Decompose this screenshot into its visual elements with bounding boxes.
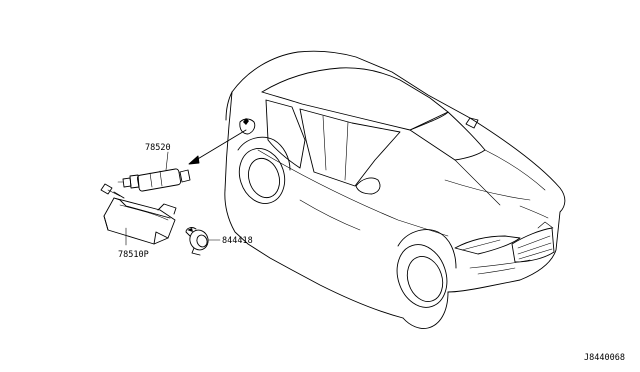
rear-wheel bbox=[237, 136, 291, 204]
lid-opener-assembly-part bbox=[100, 183, 177, 245]
location-arrow bbox=[188, 129, 247, 165]
front-wheel bbox=[396, 229, 457, 308]
roof-antenna bbox=[465, 117, 479, 129]
side-mirror bbox=[355, 177, 381, 195]
car-front-window bbox=[299, 108, 401, 187]
car-body-outline bbox=[231, 50, 566, 293]
headlight bbox=[454, 235, 521, 255]
fuel-lid-actuator-part bbox=[117, 168, 191, 192]
car-rear-window bbox=[265, 99, 306, 169]
part-label-78510P: 78510P bbox=[118, 250, 149, 260]
grommet-clip-part bbox=[185, 227, 209, 256]
leader-78520 bbox=[165, 151, 169, 171]
part-label-78520: 78520 bbox=[145, 143, 171, 153]
front-grille bbox=[511, 227, 555, 263]
car-roof-line bbox=[261, 67, 449, 113]
fuel-lid-location bbox=[239, 118, 256, 135]
diagram-code: J8440068 bbox=[584, 353, 625, 363]
car-illustration bbox=[224, 50, 566, 329]
part-label-844418: 844418 bbox=[222, 236, 253, 246]
